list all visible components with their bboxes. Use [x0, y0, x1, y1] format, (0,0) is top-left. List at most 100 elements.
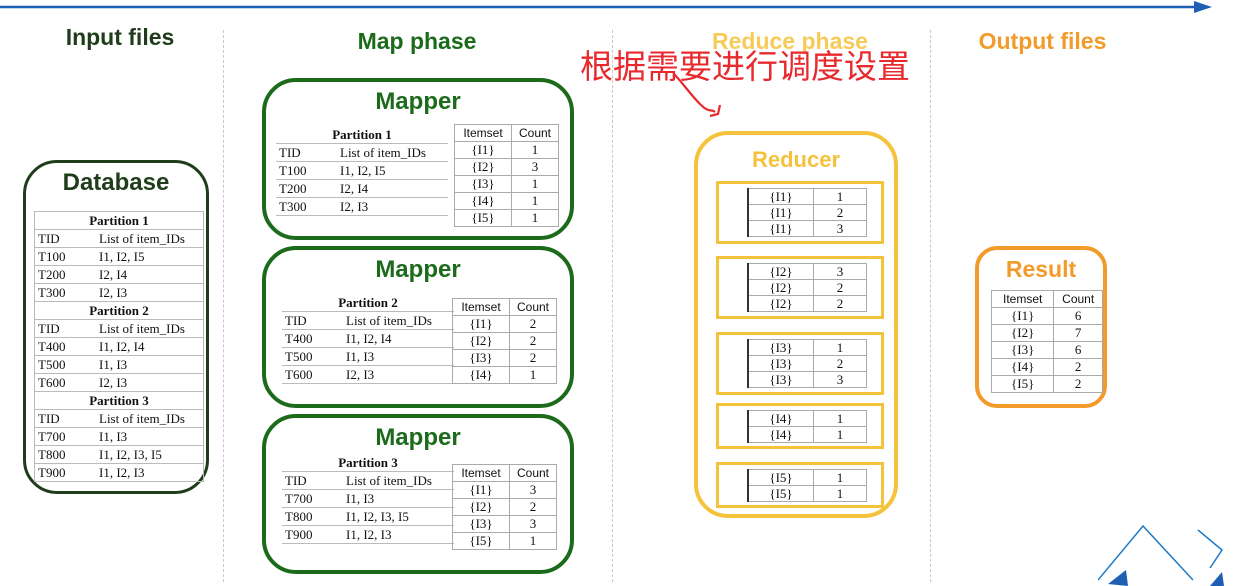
tid-cell: T500 — [282, 347, 336, 366]
count-cell: 1 — [511, 209, 559, 227]
column-header: Count — [509, 464, 557, 482]
count-row: {I4}1 — [454, 192, 559, 210]
tid-cell: T300 — [34, 283, 89, 302]
partition-label: Partition 1 — [276, 126, 448, 144]
reducer-row: {I3}2 — [747, 355, 867, 372]
reducer-group-table: {I4}1{I4}1 — [747, 410, 867, 443]
result-row: {I1}6 — [990, 307, 1103, 325]
itemset-cell: {I3} — [452, 515, 510, 533]
itemset-cell: {I4} — [747, 410, 814, 427]
tid-cell: T200 — [34, 265, 89, 284]
reducer-row: {I1}3 — [747, 220, 867, 237]
itemset-cell: {I1} — [747, 204, 814, 221]
reducer-row: {I1}2 — [747, 204, 867, 221]
partition-header: Partition 1 — [276, 126, 448, 144]
phase-heading-output: Output files — [978, 28, 1107, 54]
count-cell: 2 — [813, 355, 867, 372]
timeline-arrow — [0, 1, 1212, 13]
column-header: Count — [511, 124, 559, 142]
count-cell: 2 — [813, 295, 867, 312]
count-cell: 6 — [1053, 307, 1103, 325]
itemset-cell: {I4} — [990, 358, 1055, 376]
partition-header: Partition 1 — [34, 211, 204, 230]
count-cell: 1 — [509, 532, 557, 550]
count-cell: 1 — [511, 175, 559, 193]
count-cell: 3 — [813, 371, 867, 388]
reducer-row: {I3}1 — [747, 339, 867, 356]
itemset-cell: {I5} — [747, 485, 814, 502]
tid-cell: T400 — [34, 337, 89, 356]
count-cell: 2 — [1053, 358, 1103, 376]
count-cell: 7 — [1053, 324, 1103, 342]
result-row: {I4}2 — [990, 358, 1103, 376]
items-cell: I1, I3 — [336, 489, 454, 508]
column-header: Itemset — [452, 464, 510, 482]
count-cell: 1 — [813, 485, 867, 502]
count-row: {I1}3 — [452, 481, 557, 499]
count-cell: 1 — [813, 469, 867, 486]
reducer-row: {I1}1 — [747, 188, 867, 205]
reducer-group-table: {I3}1{I3}2{I3}3 — [747, 339, 867, 388]
count-cell: 2 — [813, 279, 867, 296]
count-cell: 2 — [1053, 375, 1103, 393]
itemset-cell: {I2} — [747, 263, 814, 280]
partition-header: Partition 3 — [34, 391, 204, 410]
items-cell: I1, I2, I3 — [89, 463, 204, 482]
reducer-group: {I3}1{I3}2{I3}3 — [716, 332, 884, 395]
itemset-cell: {I4} — [452, 366, 510, 384]
partition-header: Partition 2 — [34, 301, 204, 320]
tid-cell: T100 — [276, 161, 330, 180]
tid-cell: T600 — [282, 365, 336, 384]
reducer-row: {I2}2 — [747, 295, 867, 312]
tid-cell: T800 — [282, 507, 336, 526]
column-header: TID — [282, 311, 336, 330]
tid-cell: T600 — [34, 373, 89, 392]
count-cell: 2 — [813, 204, 867, 221]
items-cell: I1, I2, I5 — [89, 247, 204, 266]
column-header: TID — [276, 143, 330, 162]
itemset-cell: {I3} — [454, 175, 512, 193]
reducer-group-table: {I2}3{I2}2{I2}2 — [747, 263, 867, 312]
itemset-cell: {I2} — [454, 158, 512, 176]
items-cell: I2, I4 — [330, 179, 448, 198]
database-title: Database — [62, 169, 170, 196]
itemset-cell: {I3} — [747, 355, 814, 372]
column-header: List of item_IDs — [89, 319, 204, 338]
count-row: {I5}1 — [452, 532, 557, 550]
column-header: Count — [509, 298, 557, 316]
count-cell: 1 — [813, 426, 867, 443]
items-cell: I1, I2, I3, I5 — [336, 507, 454, 526]
count-cell: 3 — [509, 481, 557, 499]
phase-heading-map: Map phase — [357, 28, 477, 54]
count-cell: 2 — [509, 315, 557, 333]
phase-heading-reduce: Reduce phase — [712, 28, 868, 54]
count-cell: 2 — [509, 498, 557, 516]
items-cell: I1, I3 — [89, 355, 204, 374]
items-cell: I2, I4 — [89, 265, 204, 284]
column-header: List of item_IDs — [89, 409, 204, 428]
result-row: {I5}2 — [990, 375, 1103, 393]
reducer-row: {I5}1 — [747, 469, 867, 486]
count-cell: 6 — [1053, 341, 1103, 359]
itemset-cell: {I4} — [747, 426, 814, 443]
divider-input-map — [223, 30, 224, 582]
tid-cell: T900 — [34, 463, 89, 482]
items-cell: I2, I3 — [336, 365, 454, 384]
itemset-cell: {I1} — [990, 307, 1055, 325]
